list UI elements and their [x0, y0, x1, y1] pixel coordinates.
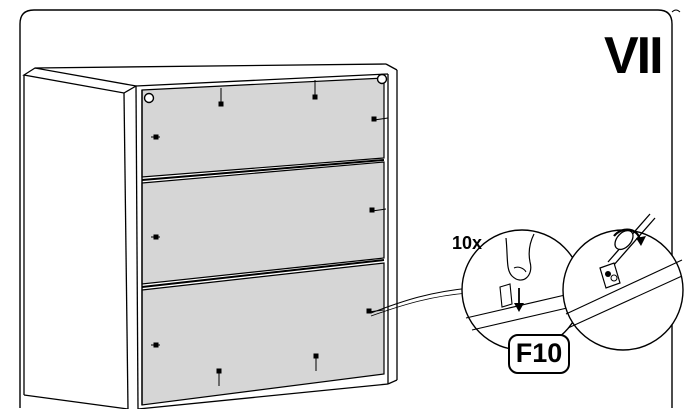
top-panel-rear	[135, 73, 389, 87]
side-panel-back-edge	[123, 92, 129, 409]
nail	[151, 134, 160, 140]
part-label: F10	[508, 334, 570, 374]
callout-leader	[370, 287, 471, 314]
back-panel	[141, 77, 385, 406]
top-panel-front	[34, 63, 387, 69]
callout-leader-shadow	[370, 292, 469, 317]
cabinet-carcass	[22, 63, 398, 409]
corner-mark-top-right	[671, 9, 681, 13]
back-panel-bottom	[141, 262, 385, 406]
step-number: VII	[604, 27, 664, 85]
side-panel	[22, 67, 138, 94]
bottom-rail	[137, 383, 389, 409]
bottom-right	[387, 379, 398, 385]
back-panel-middle	[141, 161, 385, 285]
quantity-label: 10x	[452, 233, 483, 253]
nail	[216, 368, 222, 386]
nail	[218, 88, 224, 107]
nail	[369, 207, 387, 213]
nail	[313, 353, 319, 371]
side-panel-rear-edge	[135, 85, 139, 409]
nail	[312, 80, 318, 100]
nail	[151, 234, 160, 240]
divider-rail-lower	[141, 259, 385, 288]
side-panel-bottom-edge	[23, 394, 129, 409]
divider-rail-upper	[141, 159, 385, 181]
nail	[371, 116, 389, 122]
corner-hole-right	[376, 73, 388, 85]
corner-hole-left	[143, 92, 155, 104]
top-panel-right	[385, 63, 398, 71]
page-frame	[19, 9, 673, 408]
detail-circle-screwdriver	[562, 213, 684, 351]
nail	[151, 342, 160, 348]
finger	[505, 233, 535, 281]
